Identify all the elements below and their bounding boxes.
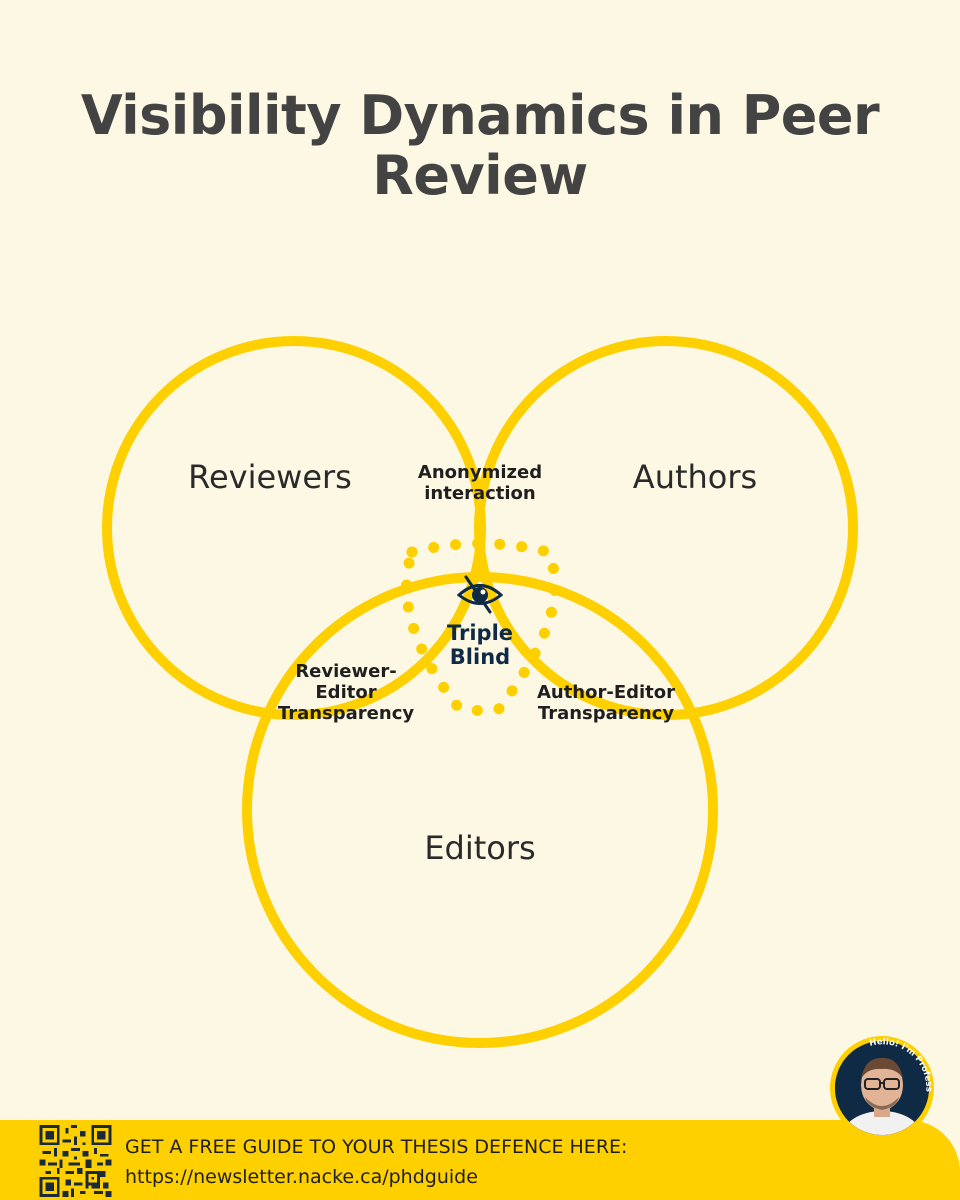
circle-authors (474, 336, 858, 720)
circle-editors (242, 572, 718, 1048)
svg-text:Hello! I'm Professor Nacke: Hello! I'm Professor Nacke (830, 1036, 933, 1092)
eye-slash-icon (457, 575, 503, 614)
label-reviewers: Reviewers (188, 458, 352, 496)
page-title: Visibility Dynamics in Peer Review (80, 84, 880, 207)
qr-code[interactable] (38, 1125, 113, 1197)
cta-link[interactable]: https://newsletter.nacke.ca/phdguide (125, 1166, 478, 1188)
avatar-photo (835, 1041, 929, 1135)
label-anonymized-interaction: Anonymized interaction (417, 462, 543, 504)
footer-banner (0, 1120, 960, 1200)
footer-cta: GET A FREE GUIDE TO YOUR THESIS DEFENCE … (125, 1132, 627, 1192)
label-triple-blind: Triple Blind (446, 621, 514, 669)
avatar-caption: Hello! I'm Professor Nacke (830, 1036, 933, 1092)
label-editors: Editors (424, 829, 536, 867)
label-author-editor-transparency: Author-Editor Transparency (536, 682, 676, 724)
label-authors: Authors (632, 458, 758, 496)
label-reviewer-editor-transparency: Reviewer-Editor Transparency (277, 661, 415, 724)
avatar: Hello! I'm Professor Nacke (830, 1036, 934, 1140)
cta-heading: GET A FREE GUIDE TO YOUR THESIS DEFENCE … (125, 1136, 628, 1158)
